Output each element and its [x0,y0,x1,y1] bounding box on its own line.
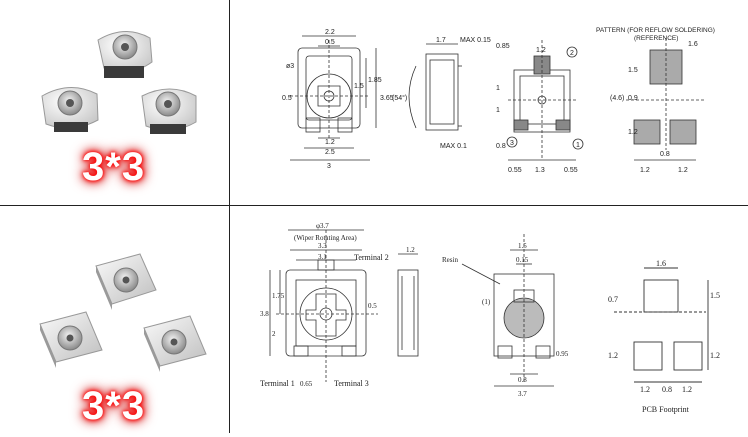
reflow-pattern-drawing [626,38,706,161]
bottom-product-photo-panel: 3*3 [0,206,230,433]
bottom-view-dims: 0.85 1.2 1 1 0.8 0.55 1.3 0.55 2 3 1 [496,43,580,174]
dim-label: 0.9 [628,95,638,102]
footprint-caption: PCB Footprint [642,405,690,414]
marker-label: 1 [576,142,580,149]
dim-label: 1 [496,85,500,92]
dim-label: 1.2 [710,351,720,360]
dim-label: 2.2 [325,29,335,36]
dim-label: 0.8 [662,385,672,394]
front-view-dims: φ3.7 (Wiper Rotating Area) 3.3 3.1 1.75 … [260,222,389,388]
dim-label: 1.5 [518,242,527,250]
marker-label: 2 [570,50,574,57]
reflow-pattern-text: PATTERN (FOR REFLOW SOLDERING) (REFERENC… [596,27,715,174]
terminal-label: Terminal 3 [334,379,369,388]
dim-label: 1.2 [640,385,650,394]
trimmer-photo-bottom [39,253,207,372]
dim-label: 0.65 [300,380,313,388]
side-view-drawing-2 [397,253,419,357]
front-view-drawing [269,229,378,382]
trimmer-photo-1 [97,31,153,78]
bottom-drawing-canvas: φ3.7 (Wiper Rotating Area) 3.3 3.1 1.75 … [260,222,720,414]
top-technical-drawing: 2.2 0.5 ø3 1.5 1.85 3.65 0.5 1.2 2.5 3 [230,0,748,206]
dim-label: 1.5 [628,67,638,74]
pcb-footprint-text: 1.6 0.7 1.5 1.2 1.2 1.2 0.8 1.2 PCB Foot… [608,259,720,414]
dim-label: 3.3 [318,242,327,250]
trimmer-photo-4 [95,253,157,310]
dim-label: 0.5 [325,39,335,46]
dim-label: φ3.7 [316,222,329,230]
top-product-photo-panel: 3*3 [0,0,230,206]
side-view-dims: 1.7 MAX 0.15 MAX 0.1 (54°) [392,37,491,150]
rear-view-dims: 1.5 0.15 (1) 0.95 0.8 3.7 Resin [442,242,569,398]
dim-label: (Wiper Rotating Area) [294,234,357,242]
resin-label: Resin [442,256,458,264]
dim-label: 1.2 [628,129,638,136]
dim-label: 0.55 [508,167,522,174]
dim-label: 0.55 [564,167,578,174]
dim-label: 0.5 [282,95,292,102]
dim-label: 1.5 [710,291,720,300]
dim-label: 0.8 [660,151,670,158]
dim-label: 0.15 [516,256,529,264]
terminal-label: Terminal 1 [260,379,295,388]
dim-label: 2 [272,330,276,338]
dim-label: 2.5 [325,149,335,156]
dim-label: 0.8 [518,376,527,384]
pattern-title: PATTERN (FOR REFLOW SOLDERING) [596,27,715,34]
trimmer-photo-6 [143,315,207,372]
dim-label: 1.2 [682,385,692,394]
dim-label: 1.75 [272,292,285,300]
dim-label: 1.6 [688,41,698,48]
dim-label: 0.7 [608,295,618,304]
dim-label: 0.8 [496,143,506,150]
pattern-subtitle: (REFERENCE) [634,35,678,42]
dim-label: (4.6) [610,95,624,102]
dim-label: 0.95 [556,350,569,358]
top-view-dims: 2.2 0.5 ø3 1.5 1.85 3.65 0.5 1.2 2.5 3 [282,29,394,170]
dim-label: 0.5 [368,302,377,310]
dim-label: 3 [327,163,331,170]
dim-label: 1.2 [536,47,546,54]
trimmer-photo-5 [39,311,103,368]
bottom-view-drawing [506,40,584,161]
dim-label: (54°) [392,94,407,102]
dim-label: 1.7 [436,37,446,44]
dim-label: 3.7 [518,390,527,398]
dim-label: 1.2 [608,351,618,360]
trimmer-photo-2 [41,87,99,132]
dim-label: 3.1 [318,253,327,261]
dim-label: 1.2 [678,167,688,174]
dim-label: (1) [482,298,491,306]
pcb-footprint-drawing [614,267,709,383]
dim-label: 3.65 [380,95,394,102]
dim-label: MAX 0.15 [460,37,491,44]
trimmer-photo-top [41,31,197,134]
dim-label: 1.2 [325,139,335,146]
side-view-drawing [408,43,462,131]
dim-label: 1 [496,107,500,114]
dim-label: 1.6 [656,259,666,268]
trimmer-photo-3 [141,88,197,134]
dim-label: 0.85 [496,43,510,50]
product-size-label: 3*3 [82,145,146,189]
dim-label: 1.2 [406,246,415,254]
top-view-drawing [290,35,377,161]
dim-label: 1.5 [354,83,364,90]
terminal-label: Terminal 2 [354,253,389,262]
dim-label: 1.3 [535,167,545,174]
dim-label: ø3 [286,63,294,70]
rear-view-drawing [461,234,555,387]
dim-label: 1.2 [640,167,650,174]
dim-label: MAX 0.1 [440,143,467,150]
dim-label: 1.85 [368,77,382,84]
marker-label: 3 [510,140,514,147]
bottom-technical-drawing: φ3.7 (Wiper Rotating Area) 3.3 3.1 1.75 … [230,206,748,433]
product-size-label: 3*3 [82,384,146,428]
top-drawing-canvas: 2.2 0.5 ø3 1.5 1.85 3.65 0.5 1.2 2.5 3 [282,27,715,174]
dim-label: 3.8 [260,310,269,318]
